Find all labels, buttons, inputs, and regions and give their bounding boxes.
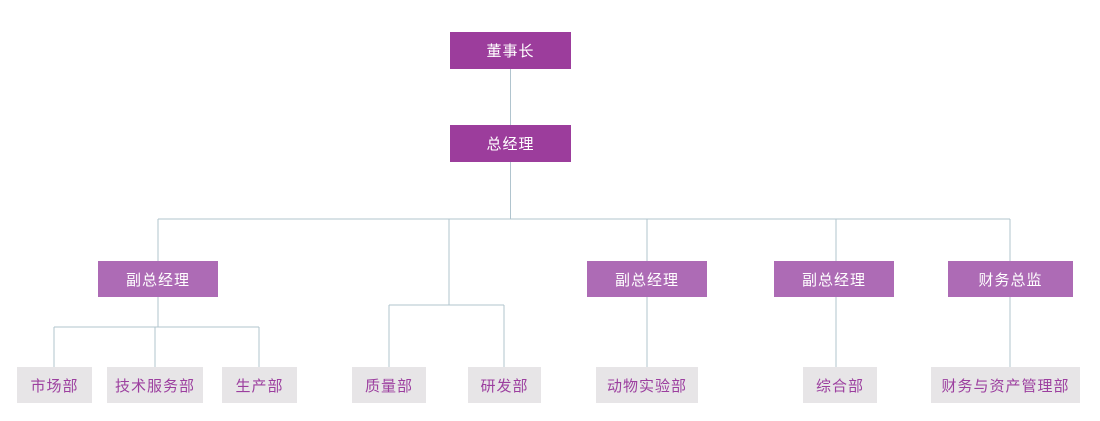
node-rnd-dept: 研发部 (468, 367, 541, 403)
node-chairman: 董事长 (450, 32, 571, 69)
node-vice-gm-2: 副总经理 (587, 261, 707, 297)
node-tech-service-dept: 技术服务部 (107, 367, 203, 403)
node-finance-director: 财务总监 (948, 261, 1073, 297)
node-general-affairs-dept: 综合部 (803, 367, 877, 403)
node-vice-gm-3: 副总经理 (774, 261, 894, 297)
node-marketing-dept: 市场部 (17, 367, 92, 403)
node-vice-gm-1: 副总经理 (98, 261, 218, 297)
node-quality-dept: 质量部 (352, 367, 426, 403)
node-general-manager: 总经理 (450, 125, 571, 162)
node-animal-lab-dept: 动物实验部 (596, 367, 698, 403)
node-production-dept: 生产部 (222, 367, 297, 403)
node-finance-asset-dept: 财务与资产管理部 (931, 367, 1080, 403)
